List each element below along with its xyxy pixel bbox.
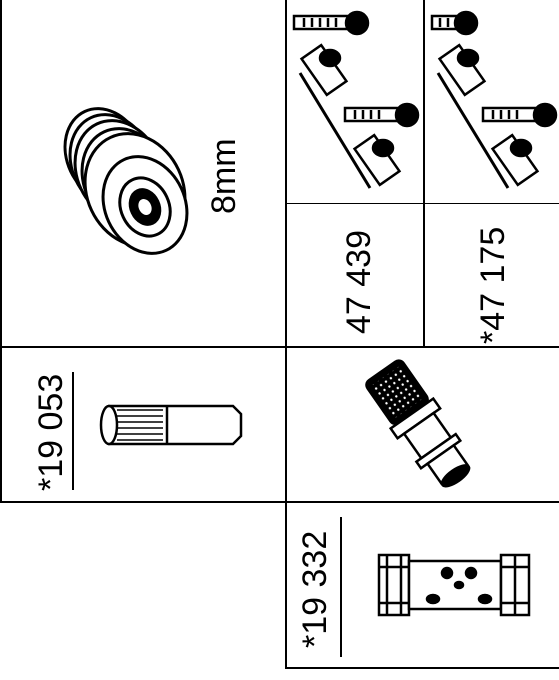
splined-socket-adapter-icon bbox=[63, 107, 189, 255]
divider-top-row-bottom bbox=[0, 346, 559, 348]
thermometer-connector-pair-icon bbox=[292, 10, 420, 189]
part-number-47439: 47 439 bbox=[340, 230, 378, 334]
part-number-underline bbox=[72, 372, 74, 490]
divider-mid-row-bottom bbox=[0, 501, 559, 503]
slotted-sleeve-tool-icon bbox=[377, 553, 531, 617]
part-number-underline bbox=[340, 517, 342, 657]
thermometer-connector-pair-icon bbox=[430, 10, 558, 189]
knurled-adapter-sleeve-icon bbox=[365, 359, 471, 488]
part-number-19053: *19 053 bbox=[32, 373, 70, 491]
splined-pin-icon bbox=[99, 404, 243, 446]
socket-size-label: 8mm bbox=[205, 138, 243, 214]
part-number-19332: *19 332 bbox=[296, 530, 334, 648]
divider-left-outer bbox=[0, 0, 2, 503]
divider-col-right bbox=[423, 0, 425, 346]
divider-bottom-edge bbox=[285, 667, 559, 669]
divider-right-horizontal bbox=[287, 203, 559, 204]
part-number-47175: *47 175 bbox=[474, 226, 512, 344]
divider-col-center bbox=[285, 0, 287, 668]
